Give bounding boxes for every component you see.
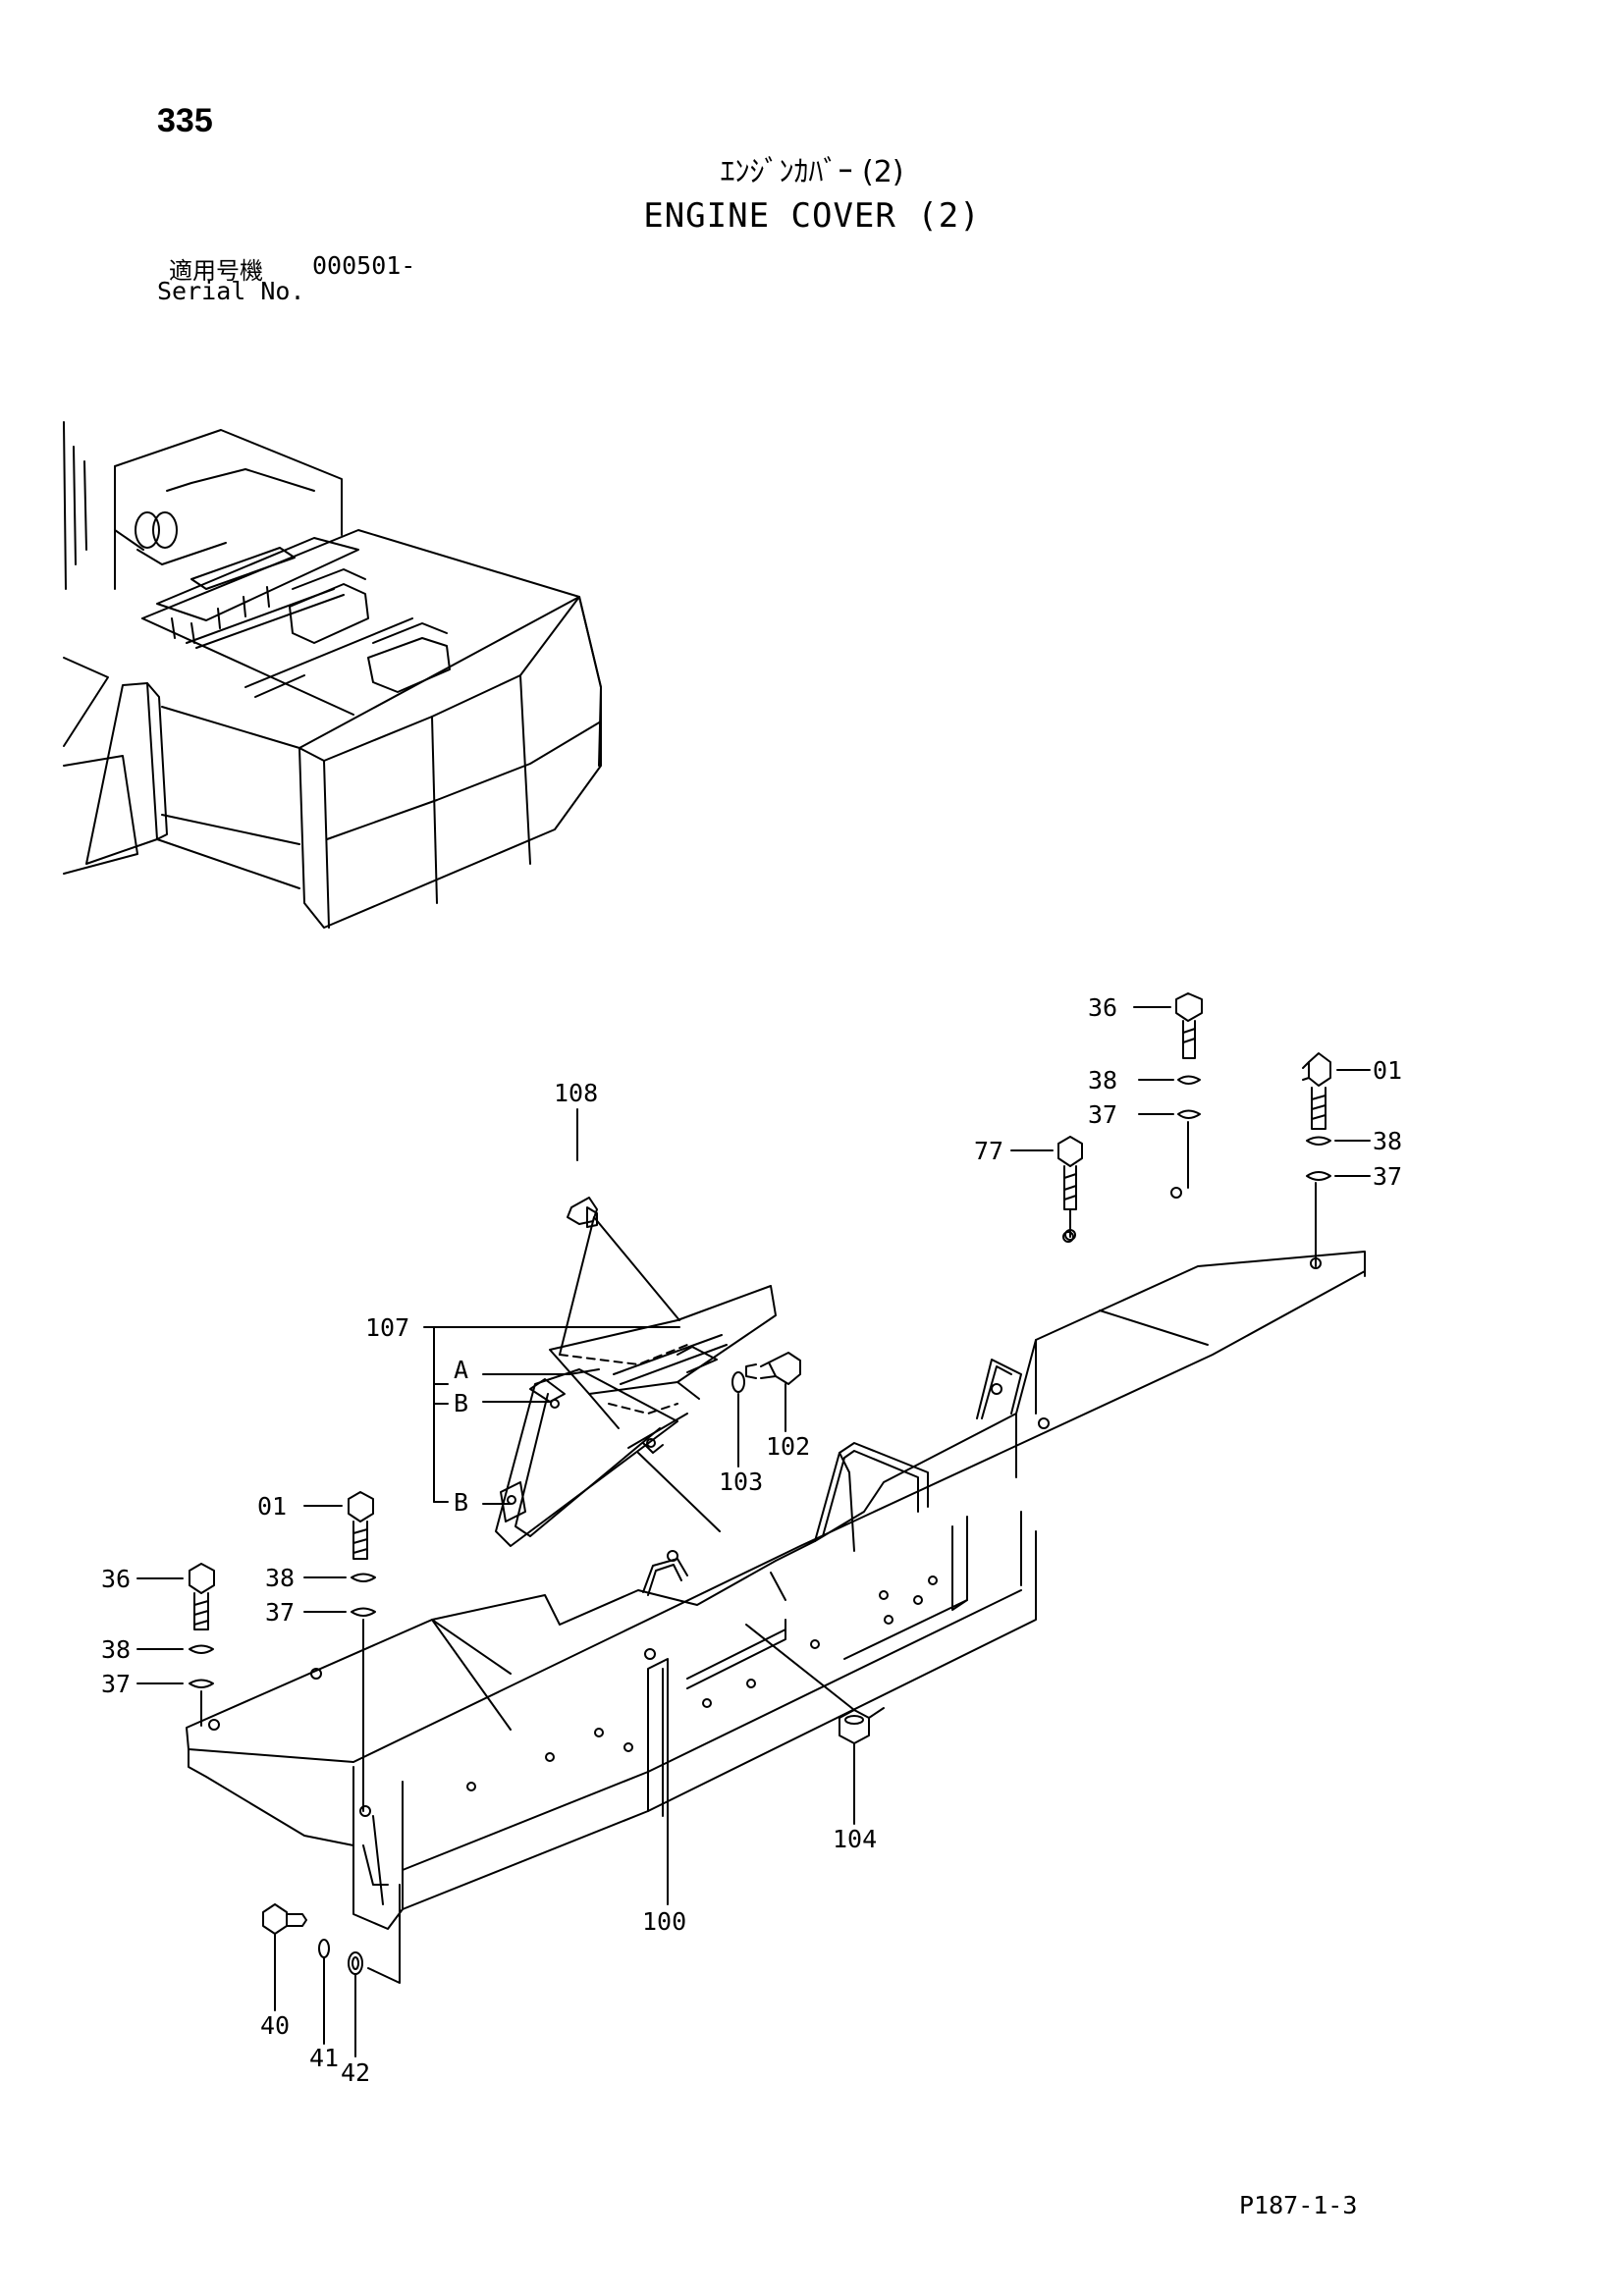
callout-100: 100	[642, 1907, 686, 1936]
callout-37-right: 37	[1373, 1162, 1402, 1191]
callout-label-b-lower: B	[454, 1488, 468, 1517]
callout-108: 108	[554, 1079, 598, 1107]
callout-36-top: 36	[1088, 993, 1117, 1022]
callout-41: 41	[309, 2044, 339, 2072]
callout-104: 104	[833, 1825, 877, 1853]
callout-37-left: 37	[101, 1670, 131, 1698]
callout-38-mid: 38	[265, 1564, 295, 1592]
callout-38-top: 38	[1088, 1066, 1117, 1095]
serial-value: 000501-	[312, 251, 416, 280]
machine-overview-illustration	[63, 421, 602, 929]
callout-label-a: A	[454, 1356, 468, 1384]
callout-37-top: 37	[1088, 1100, 1117, 1129]
callout-38-right: 38	[1373, 1127, 1402, 1155]
page-title: ENGINE COVER (2)	[643, 196, 981, 236]
callout-38-left: 38	[101, 1635, 131, 1664]
callout-102: 102	[766, 1432, 810, 1461]
callout-77: 77	[974, 1137, 1003, 1165]
callout-36-left: 36	[101, 1565, 131, 1593]
callout-01-right: 01	[1373, 1056, 1402, 1085]
callout-103: 103	[719, 1468, 763, 1496]
callout-labels: 01 01 36 36 37 37 37 37 38 38 38 38 40 4…	[101, 993, 1402, 2087]
callout-37-mid: 37	[265, 1598, 295, 1627]
engine-cover-parts-drawing	[136, 992, 1371, 2057]
serial-label-japanese: 適用号機	[169, 257, 263, 285]
page-title-japanese: ｴﾝｼﾞﾝｶﾊﾞｰ (2)	[720, 155, 904, 189]
callout-42: 42	[341, 2058, 370, 2087]
callout-01-left: 01	[257, 1492, 287, 1521]
serial-label: Serial No.	[157, 277, 305, 305]
document-code: P187-1-3	[1239, 2191, 1358, 2219]
callout-107: 107	[365, 1313, 409, 1342]
callout-40: 40	[260, 2011, 290, 2040]
callout-label-b-upper: B	[454, 1389, 468, 1417]
page-number: 335	[157, 102, 213, 139]
